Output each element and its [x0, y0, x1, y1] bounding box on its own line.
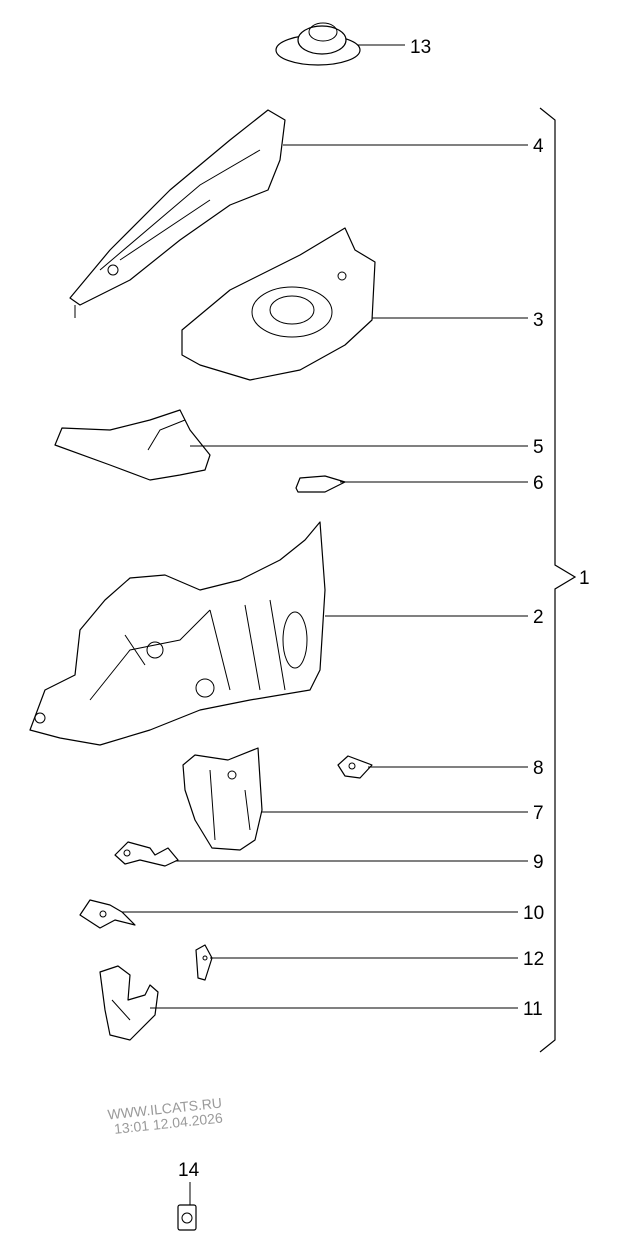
part-9-bracket[interactable] — [114, 841, 179, 867]
part-8-clip[interactable] — [337, 755, 373, 779]
watermark: WWW.ILCATS.RU 13:01 12.04.2026 — [107, 1095, 224, 1137]
callout-6: 6 — [533, 473, 544, 494]
callout-12: 12 — [523, 949, 544, 970]
callout-11: 11 — [523, 999, 543, 1020]
callout-5: 5 — [533, 437, 544, 458]
part-6-clip[interactable] — [295, 475, 346, 493]
assembly-bracket — [539, 107, 577, 1053]
part-13-grommet[interactable] — [275, 22, 361, 66]
part-12-clip[interactable] — [195, 944, 213, 981]
callout-14: 14 — [178, 1160, 200, 1181]
callout-7: 7 — [533, 803, 544, 824]
callout-3: 3 — [533, 310, 544, 331]
part-14-nut[interactable] — [177, 1204, 197, 1231]
part-5-bracket[interactable] — [54, 409, 211, 481]
leader-lines — [122, 44, 528, 1205]
callout-10: 10 — [523, 903, 544, 924]
part-11-bracket[interactable] — [99, 965, 159, 1041]
callout-4: 4 — [533, 136, 544, 157]
part-10-bracket[interactable] — [79, 899, 136, 929]
callout-13: 13 — [410, 37, 431, 58]
part-2-wheel-housing[interactable] — [29, 521, 326, 746]
callout-2: 2 — [533, 607, 544, 628]
part-7-reinforcement[interactable] — [182, 747, 263, 851]
part-4-apron-upper-rail[interactable] — [69, 109, 286, 318]
callout-9: 9 — [533, 852, 544, 873]
part-3-strut-tower[interactable] — [181, 227, 376, 381]
callout-8: 8 — [533, 758, 544, 779]
callout-1: 1 — [579, 568, 590, 589]
